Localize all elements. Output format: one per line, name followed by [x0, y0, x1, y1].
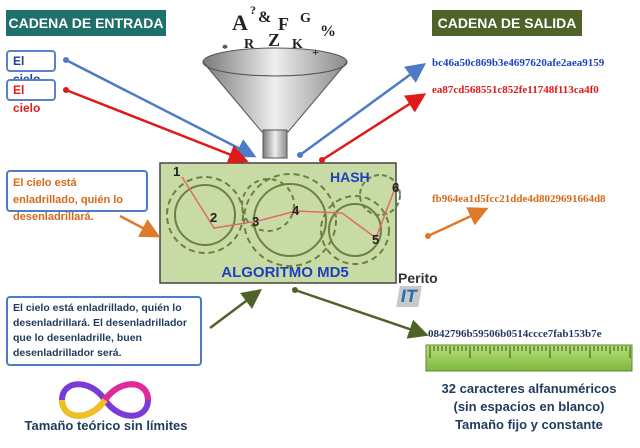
- svg-text:%: %: [320, 23, 336, 40]
- hash-output-3: fb964ea1d5fcc21dde4d8029691664d8: [432, 193, 606, 205]
- arrow-in-2: [65, 88, 249, 164]
- svg-text:K: K: [292, 37, 303, 52]
- arrow-out-3: [427, 207, 489, 238]
- gear-number: 1: [173, 164, 180, 179]
- algorithm-label: ALGORITMO MD5: [221, 264, 349, 281]
- svg-text:&: &: [258, 9, 271, 26]
- gear-number: 2: [210, 210, 217, 225]
- svg-text:Z: Z: [268, 30, 280, 50]
- arrow-in-3: [119, 214, 161, 238]
- input-string-1: El cielo: [6, 50, 56, 86]
- svg-text:A: A: [232, 10, 248, 35]
- hash-label: HASH: [330, 169, 370, 185]
- caption-line: 32 caracteres alfanuméricos: [441, 381, 617, 396]
- input-header: CADENA DE ENTRADA: [6, 10, 166, 36]
- arrow-out-4: [294, 288, 429, 339]
- gear-number: 6: [392, 180, 399, 195]
- arrow-out-2: [321, 93, 427, 162]
- svg-text:R: R: [244, 37, 255, 52]
- input-string-3: El cielo está enladrillado, quién lo des…: [6, 170, 148, 223]
- hash-output-4: 0842796b59506b0514ccce7fab153b7e: [428, 328, 602, 340]
- svg-text:G: G: [300, 11, 311, 26]
- infinity-icon: [58, 381, 152, 419]
- output-caption: 32 caracteres alfanuméricos (sin espacio…: [424, 380, 634, 434]
- input-string-4: El cielo está enladrillado, quién lo des…: [6, 296, 202, 366]
- output-header: CADENA DE SALIDA: [432, 10, 582, 36]
- caption-line: (sin espacios en blanco): [453, 399, 605, 414]
- path-line: [181, 176, 396, 240]
- input-caption: Tamaño teórico sin límites: [24, 418, 188, 433]
- arrow-in-1: [65, 58, 257, 158]
- hash-output-1: bc46a50c869b3e4697620afe2aea9159: [432, 57, 605, 69]
- svg-text:+: +: [312, 45, 319, 59]
- ruler-icon: [425, 344, 633, 372]
- svg-text:?: ?: [250, 3, 256, 17]
- gear-number: 3: [252, 214, 259, 229]
- input-string-2: El cielo: [6, 79, 56, 115]
- gear-number: 5: [372, 232, 379, 247]
- watermark-brand: Perito: [398, 270, 438, 286]
- arrow-in-4: [209, 289, 262, 329]
- svg-text:*: *: [222, 41, 228, 55]
- caption-line: Tamaño fijo y constante: [455, 417, 603, 432]
- watermark-accent: IT: [396, 286, 422, 307]
- arrow-out-1: [299, 63, 427, 157]
- gears-icon: [166, 173, 401, 267]
- gear-number: 4: [292, 203, 300, 218]
- hash-output-2: ea87cd568551c852fe11748f113ca4f0: [432, 84, 599, 96]
- watermark-logo: Perito IT: [396, 270, 462, 307]
- svg-text:F: F: [278, 14, 289, 34]
- funnel-icon: A & F G % R Z K * + ?: [202, 3, 348, 159]
